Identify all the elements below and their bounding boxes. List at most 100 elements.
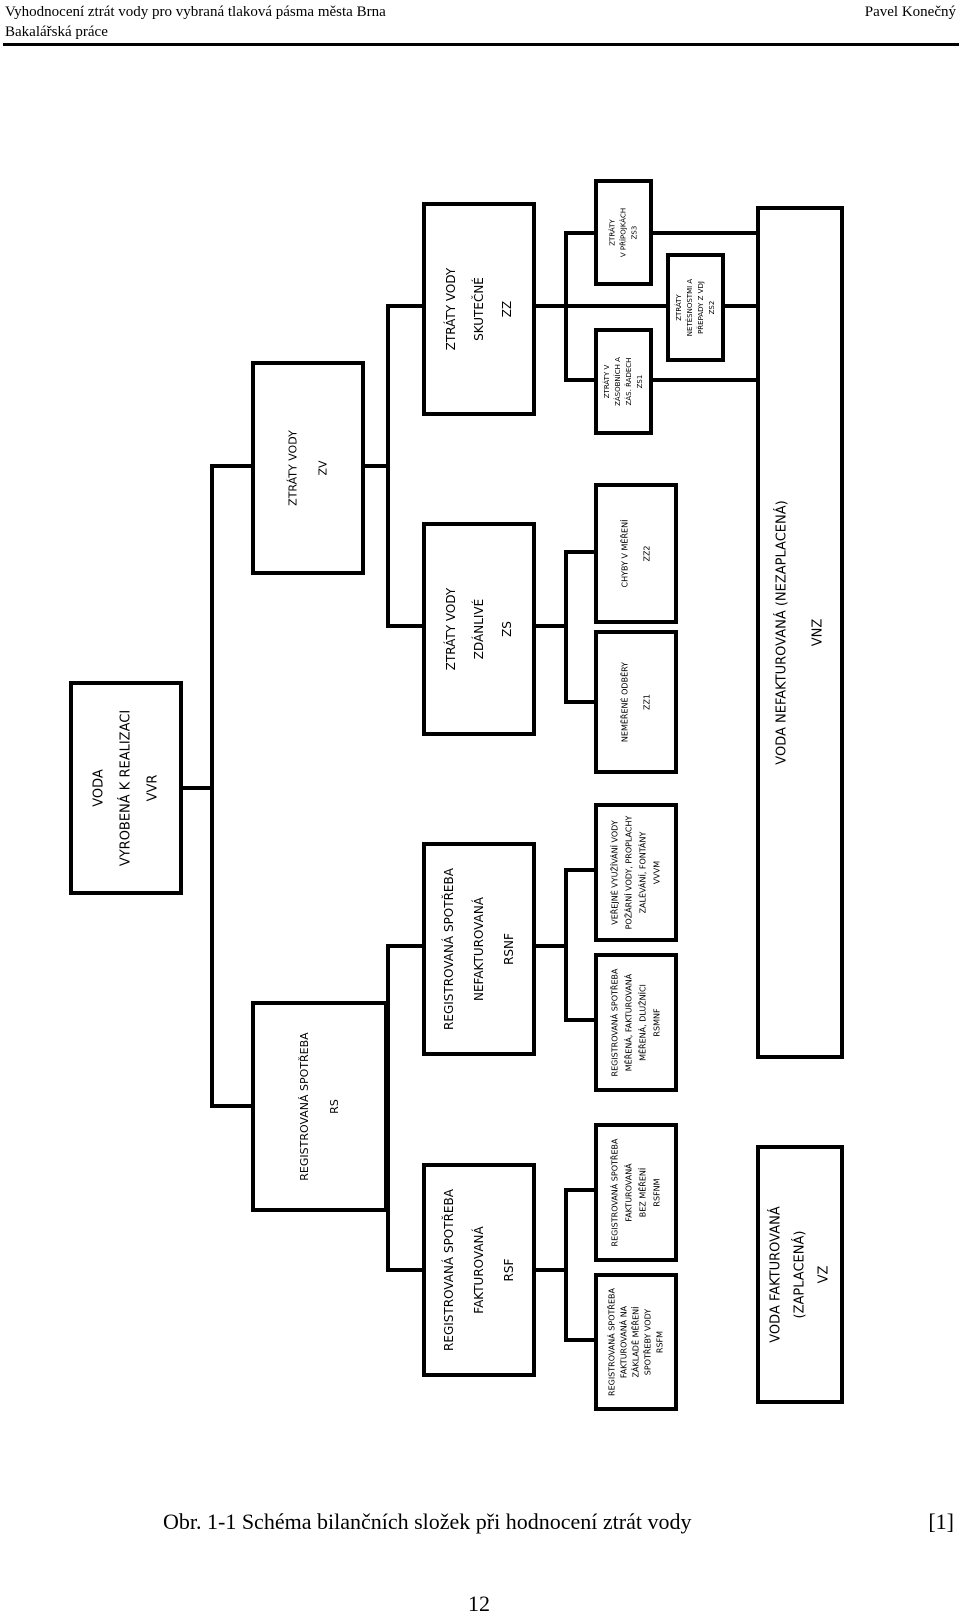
node-label: RSMNF bbox=[653, 1008, 662, 1037]
node-label: ZTRÁTY bbox=[608, 219, 617, 246]
node-label: ZS3 bbox=[631, 226, 639, 240]
header-subtitle: Bakalářská práce bbox=[5, 24, 108, 40]
figure-reference: [1] bbox=[928, 1509, 954, 1534]
header-author: Pavel Konečný bbox=[864, 4, 956, 20]
node-label: ZÁSOBNÍCH A bbox=[613, 357, 622, 406]
node-box bbox=[594, 803, 678, 942]
node-label: RSNF bbox=[502, 933, 516, 965]
node-zz2: CHYBY V MĚŘENÍ ZZ2 bbox=[594, 483, 678, 624]
node-label: ZS2 bbox=[708, 301, 716, 315]
node-label: ZS1 bbox=[636, 375, 644, 389]
node-box bbox=[594, 328, 653, 435]
node-label: FAKTUROVANÁ bbox=[623, 1163, 634, 1222]
node-label: NEFAKTUROVANÁ bbox=[471, 896, 486, 1001]
node-label: PŘEPADY Z VDJ bbox=[696, 281, 705, 334]
node-label: RSFM bbox=[656, 1331, 665, 1353]
node-box bbox=[422, 842, 536, 1056]
node-label: V PŘÍPOJKÁCH bbox=[619, 208, 628, 257]
node-label: ZV bbox=[317, 460, 330, 476]
node-label: NETĚSNOSTMI A bbox=[685, 279, 694, 337]
node-label: MĚŘENÁ, FAKTUROVANÁ bbox=[623, 973, 634, 1071]
node-label: VODA NEFAKTUROVANÁ (NEZAPLACENÁ) bbox=[774, 500, 790, 764]
diagram-connectors bbox=[179, 231, 760, 1342]
node-label: VZ bbox=[817, 1266, 832, 1284]
node-label: REGISTROVANÁ SPOTŘEBA bbox=[609, 968, 620, 1076]
node-box bbox=[251, 1001, 388, 1212]
node-label: VYROBENÁ K REALIZACI bbox=[118, 710, 134, 866]
node-label: ZTRÁTY bbox=[674, 294, 683, 321]
node-label: ZÁKLADĚ MĚŘENÍ bbox=[630, 1306, 641, 1378]
node-label: VODA FAKTUROVANÁ bbox=[768, 1206, 784, 1343]
node-zs: ZTRÁTY VODY ZDÁNLIVÉ ZS bbox=[422, 522, 536, 736]
node-box bbox=[756, 206, 844, 1059]
node-label: REGISTROVANÁ SPOTŘEBA bbox=[609, 1138, 620, 1246]
node-box bbox=[594, 179, 653, 286]
node-vvr: VODA VYROBENÁ K REALIZACI VVR bbox=[69, 681, 183, 895]
node-label: FAKTUROVANÁ NA bbox=[618, 1305, 629, 1378]
node-label: SPOTŘEBY VODY bbox=[643, 1309, 653, 1376]
node-label: BEZ MĚŘENÍ bbox=[637, 1167, 648, 1217]
node-label: (ZAPLACENÁ) bbox=[792, 1231, 808, 1319]
node-box bbox=[422, 202, 536, 416]
node-label: VNZ bbox=[811, 619, 826, 647]
node-box bbox=[69, 681, 183, 895]
node-vz: VODA FAKTUROVANÁ (ZAPLACENÁ) VZ bbox=[756, 1145, 844, 1404]
node-box bbox=[594, 953, 678, 1092]
node-label: RS bbox=[328, 1099, 341, 1114]
node-label: NEMĚŘENÉ ODBĚRY bbox=[619, 662, 630, 742]
node-box bbox=[251, 361, 365, 575]
node-label: RSFNM bbox=[653, 1178, 662, 1206]
node-label: ZTRÁTY VODY bbox=[443, 587, 458, 670]
node-label: CHYBY V MĚŘENÍ bbox=[619, 519, 630, 588]
node-label: ZTRÁTY V bbox=[602, 365, 611, 399]
node-box bbox=[422, 1163, 536, 1377]
node-label: REGISTROVANÁ SPOTŘEBA bbox=[298, 1032, 311, 1181]
node-label: ZZ1 bbox=[643, 694, 652, 710]
node-rsf: REGISTROVANÁ SPOTŘEBA FAKTUROVANÁ RSF bbox=[422, 1163, 536, 1377]
node-label: VVVM bbox=[653, 861, 662, 884]
node-label: VVR bbox=[146, 775, 161, 802]
node-label: REGISTROVANÁ SPOTŘEBA bbox=[441, 867, 456, 1030]
node-box bbox=[756, 1145, 844, 1404]
node-label: RSF bbox=[502, 1258, 516, 1281]
node-box bbox=[666, 253, 725, 362]
node-label: SKUTEČNÉ bbox=[471, 277, 486, 341]
node-label: VODA bbox=[92, 769, 107, 807]
node-rsnf: REGISTROVANÁ SPOTŘEBA NEFAKTUROVANÁ RSNF bbox=[422, 842, 536, 1056]
node-label: ZDÁNLIVÉ bbox=[471, 599, 486, 659]
node-rs: REGISTROVANÁ SPOTŘEBA RS bbox=[251, 1001, 388, 1212]
node-label: ZTRÁTY VODY bbox=[287, 430, 300, 506]
header-rule bbox=[3, 43, 959, 46]
node-box bbox=[594, 1273, 678, 1411]
node-label: ZZ bbox=[500, 301, 514, 317]
node-label: ZÁS. ŘADECH bbox=[624, 358, 633, 406]
node-label: ZS bbox=[500, 621, 514, 637]
node-box bbox=[594, 1123, 678, 1262]
page-number: 12 bbox=[468, 1591, 490, 1616]
node-vnz: VODA NEFAKTUROVANÁ (NEZAPLACENÁ) VNZ bbox=[756, 206, 844, 1059]
node-label: POŽÁRNÍ VODY, PROPLACHY bbox=[623, 815, 634, 929]
node-label: ZZ2 bbox=[643, 545, 652, 561]
node-label: FAKTUROVANÁ bbox=[471, 1225, 486, 1313]
node-label: ZTRÁTY VODY bbox=[443, 267, 458, 350]
node-box bbox=[422, 522, 536, 736]
node-box bbox=[594, 483, 678, 624]
node-zz1: NEMĚŘENÉ ODBĚRY ZZ1 bbox=[594, 630, 678, 774]
node-label: ZALÉVÁNÍ, FONTÁNY bbox=[637, 831, 648, 913]
node-zv: ZTRÁTY VODY ZV bbox=[251, 361, 365, 575]
node-zz: ZTRÁTY VODY SKUTEČNÉ ZZ bbox=[422, 202, 536, 416]
figure-caption: Obr. 1-1 Schéma bilančních složek při ho… bbox=[163, 1509, 692, 1534]
node-label: REGISTROVANÁ SPOTŘEBA bbox=[606, 1288, 617, 1396]
diagram-nodes: VODA VYROBENÁ K REALIZACI VVR REGISTROVANÁ … bbox=[69, 179, 844, 1411]
node-box bbox=[594, 630, 678, 774]
node-label: VEŘEJNÉ VYUŽÍVÁNÍ VODY bbox=[609, 820, 620, 925]
node-label: REGISTROVANÁ SPOTŘEBA bbox=[441, 1188, 456, 1351]
